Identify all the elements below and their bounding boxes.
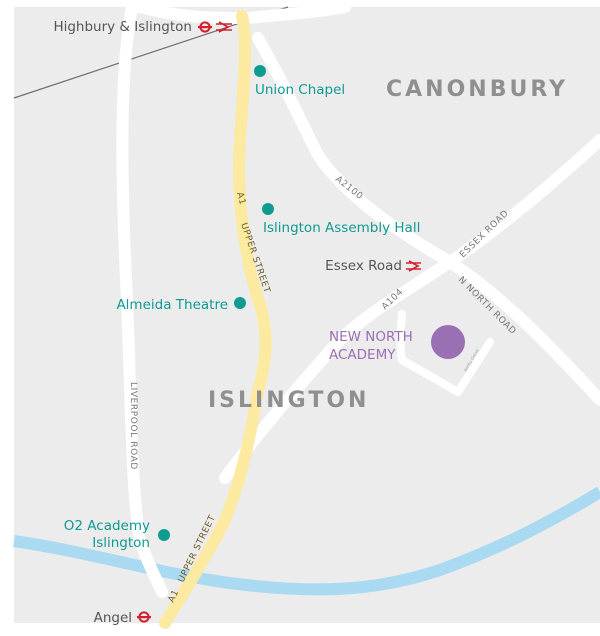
land-area: [14, 7, 600, 623]
road-a104: [396, 310, 494, 396]
poi-islington-assembly-hall[interactable]: Islington Assembly Hall: [262, 203, 420, 236]
poi-almeida-theatre[interactable]: Almeida Theatre: [116, 297, 246, 313]
poi-marker: [254, 65, 266, 77]
poi-label: Islington Assembly Hall: [263, 220, 420, 236]
station-highbury-islington[interactable]: Highbury & Islington: [53, 19, 232, 35]
area-label-canonbury: CANONBURY: [386, 77, 568, 102]
road-a2100: [252, 32, 600, 406]
poi-o2-academy-islington[interactable]: O2 Academy Islington: [64, 518, 170, 551]
destination-marker: [431, 325, 465, 359]
destination-new-north-academy[interactable]: NEW NORTH ACADEMY: [329, 325, 465, 363]
area-label-islington: ISLINGTON: [208, 388, 369, 413]
poi-union-chapel[interactable]: Union Chapel: [254, 65, 345, 98]
national-rail-icon: [406, 260, 421, 272]
national-rail-icon: [216, 21, 232, 33]
underground-icon: [137, 611, 151, 623]
underground-icon: [198, 21, 212, 33]
poi-label-line2: Islington: [92, 535, 150, 551]
road-liverpool: [116, 1, 168, 598]
station-label: Essex Road: [325, 258, 402, 274]
road-label-liverpool-road: LIVERPOOL ROAD: [128, 382, 138, 470]
station-angel[interactable]: Angel: [94, 610, 151, 626]
station-essex-road[interactable]: Essex Road: [325, 258, 421, 274]
canal: [13, 486, 600, 596]
road-a1-upper-street: [159, 10, 272, 629]
destination-label-line2: ACADEMY: [329, 347, 396, 363]
poi-label-line1: O2 Academy: [64, 518, 150, 534]
poi-label: Union Chapel: [255, 82, 345, 98]
poi-marker: [234, 297, 246, 309]
destination-label-line1: NEW NORTH: [329, 329, 413, 345]
road-label-a1: A1: [234, 191, 247, 206]
station-label: Angel: [94, 610, 132, 626]
road-essex-road: [219, 134, 600, 484]
poi-marker: [158, 529, 170, 541]
poi-label: Almeida Theatre: [116, 297, 228, 313]
station-label: Highbury & Islington: [53, 19, 192, 35]
poi-marker: [262, 203, 274, 215]
